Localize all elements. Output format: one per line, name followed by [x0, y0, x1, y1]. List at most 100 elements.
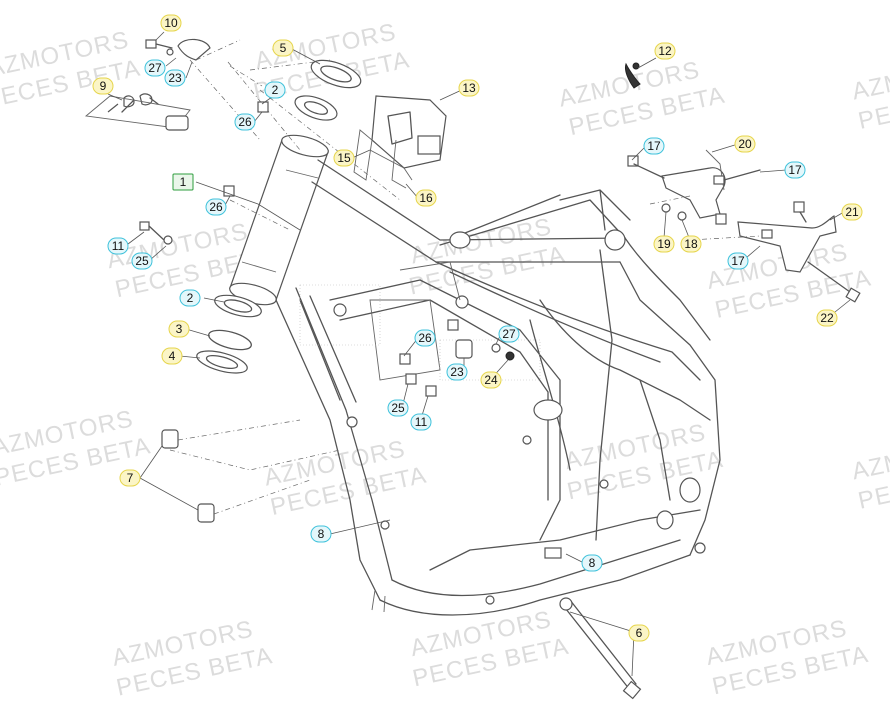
callout-18: 18: [680, 235, 702, 253]
callout-badge: [144, 59, 166, 77]
callout-label: 3: [176, 322, 183, 336]
bolt-22: [807, 261, 861, 303]
engine-bracket-21: [737, 201, 837, 273]
callout-badge: [161, 347, 183, 365]
callout-17: 17: [643, 137, 665, 155]
callout-7: 7: [119, 469, 141, 487]
callout-15: 15: [333, 149, 355, 167]
callout-13: 13: [458, 79, 480, 97]
callout-label: 18: [684, 237, 698, 251]
bolt-10: [145, 39, 173, 49]
clip-12: [625, 62, 641, 89]
callout-label: 25: [391, 401, 405, 415]
callout-22: 22: [816, 309, 838, 327]
callout-label: 16: [419, 191, 433, 205]
callout-1: 1: [172, 173, 194, 191]
fasteners: [84, 38, 861, 700]
swingarm-bolt-6: [559, 597, 642, 700]
callout-badge: [816, 309, 838, 327]
callout-label: 23: [168, 71, 182, 85]
callout-11: 11: [107, 237, 129, 255]
callout-8: 8: [310, 525, 332, 543]
callout-label: 27: [148, 61, 162, 75]
callout-label: 8: [589, 556, 596, 570]
callout-badge: [653, 235, 675, 253]
callout-12: 12: [654, 42, 676, 60]
callout-badge: [680, 235, 702, 253]
callout-label: 17: [647, 139, 661, 153]
callout-23: 23: [164, 69, 186, 87]
callout-badge: [264, 81, 286, 99]
callout-label: 13: [462, 81, 476, 95]
callout-badge: [458, 79, 480, 97]
watermark-line1: AZMOTORS: [849, 429, 890, 485]
callout-16: 16: [415, 189, 437, 207]
callout-6: 6: [628, 624, 650, 642]
callout-badge: [131, 252, 153, 270]
callout-label: 26: [418, 331, 432, 345]
callout-label: 2: [272, 83, 279, 97]
callout-badge: [410, 413, 432, 431]
callout-27: 27: [498, 325, 520, 343]
callout-badge: [168, 320, 190, 338]
watermark-line1: AZMOTORS: [850, 49, 890, 105]
bolt-11: [139, 221, 173, 245]
callout-4: 4: [161, 347, 183, 365]
callout-20: 20: [734, 135, 756, 153]
callout-25: 25: [387, 399, 409, 417]
seal-ring-5: [310, 59, 362, 89]
callout-26: 26: [205, 198, 227, 216]
callout-label: 26: [238, 115, 252, 129]
callout-label: 21: [845, 205, 859, 219]
callout-11: 11: [410, 413, 432, 431]
callout-badge: [643, 137, 665, 155]
callout-label: 9: [100, 79, 107, 93]
callout-17: 17: [784, 161, 806, 179]
callout-label: 4: [169, 349, 176, 363]
callout-badge: [387, 399, 409, 417]
callout-badge: [480, 371, 502, 389]
callout-label: 8: [318, 527, 325, 541]
callout-badge: [272, 39, 294, 57]
callout-17: 17: [727, 252, 749, 270]
bearing-upper-2: [294, 95, 338, 121]
engine-bracket-20: [627, 149, 761, 225]
callout-badge: [164, 69, 186, 87]
callout-label: 23: [450, 365, 464, 379]
callout-5: 5: [272, 39, 294, 57]
callout-label: 27: [502, 327, 516, 341]
callout-10: 10: [160, 14, 182, 32]
callout-badge: [734, 135, 756, 153]
callout-badge: [205, 198, 227, 216]
callout-badge: [841, 203, 863, 221]
electrical-box-13: [353, 95, 447, 189]
callout-label: 12: [658, 44, 672, 58]
callout-2: 2: [179, 289, 201, 307]
callout-label: 1: [180, 175, 187, 189]
callout-27: 27: [144, 59, 166, 77]
callout-label: 10: [164, 16, 178, 30]
callout-3: 3: [168, 320, 190, 338]
callout-label: 17: [788, 163, 802, 177]
callout-label: 24: [484, 373, 498, 387]
callout-label: 26: [209, 200, 223, 214]
callout-label: 6: [636, 626, 643, 640]
callout-25: 25: [131, 252, 153, 270]
callout-badge: [333, 149, 355, 167]
callout-2: 2: [264, 81, 286, 99]
callout-badge: [727, 252, 749, 270]
callout-label: 7: [127, 471, 134, 485]
callout-label: 11: [112, 239, 125, 253]
callout-badge: [446, 363, 468, 381]
callout-badge: [234, 113, 256, 131]
callout-badge: [654, 42, 676, 60]
bearing-lower-2: [214, 294, 262, 318]
callout-label: 19: [657, 237, 671, 251]
clamp-23: [166, 38, 211, 61]
callout-badge: [92, 77, 114, 95]
callout-badge: [107, 237, 129, 255]
mount-cluster: [333, 303, 515, 397]
callout-label: 5: [280, 41, 287, 55]
callout-badge: [498, 325, 520, 343]
